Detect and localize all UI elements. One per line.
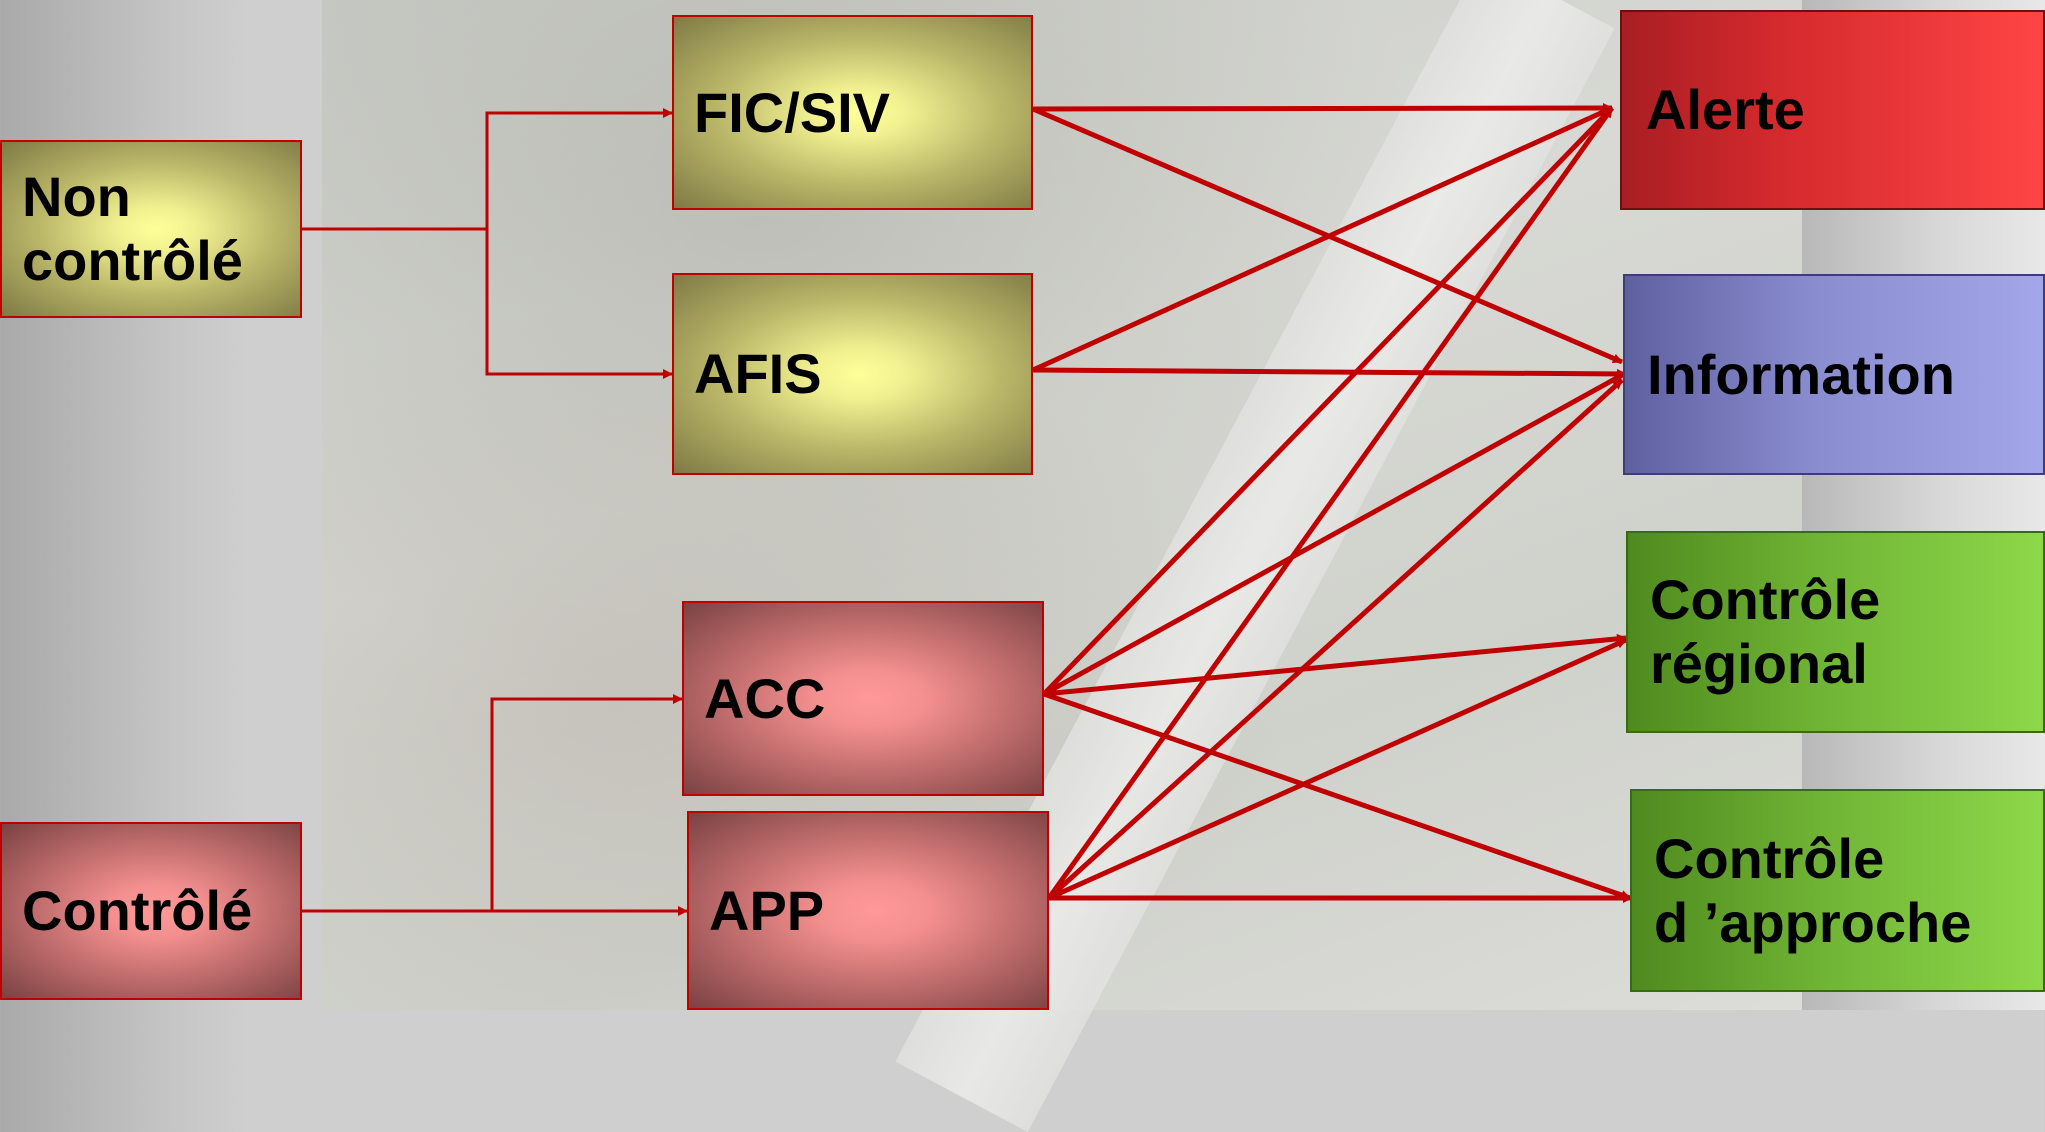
node-app-label: APP (709, 878, 825, 942)
node-controle-approche-label: Contrôle d ’approche (1654, 826, 1972, 954)
edge-acc-controle-approche (1043, 691, 1631, 901)
node-information-label: Information (1647, 342, 1955, 406)
edge-afis-alerte (1031, 105, 1614, 373)
edge-fic-siv-alerte (1032, 103, 1613, 114)
edge-app-alerte (1046, 106, 1615, 900)
node-acc: ACC (682, 601, 1044, 796)
node-app: APP (687, 811, 1049, 1010)
edge-app-information (1047, 378, 1624, 900)
node-alerte-label: Alerte (1646, 78, 1805, 141)
node-controle-regional-label: Contrôle régional (1650, 568, 1881, 695)
edge-app-controle-regional (1047, 637, 1628, 901)
edge-acc-information (1042, 371, 1626, 697)
edge-controle-acc (302, 694, 683, 913)
edge-non-controle-fic-siv (302, 108, 673, 231)
node-non-controle: Non contrôlé (0, 140, 302, 318)
node-information: Information (1623, 274, 2045, 475)
node-non-controle-label: Non contrôlé (22, 165, 243, 292)
connector-lines (302, 103, 1633, 916)
edge-non-controle-afis (485, 229, 673, 379)
node-controle-approche: Contrôle d ’approche (1630, 789, 2045, 992)
node-fic-siv-label: FIC/SIV (694, 80, 891, 144)
node-controle: Contrôlé (0, 822, 302, 1000)
node-alerte: Alerte (1620, 10, 2045, 210)
node-fic-siv: FIC/SIV (672, 15, 1033, 210)
edge-afis-information (1032, 367, 1627, 379)
edge-acc-controle-regional (1043, 633, 1627, 697)
node-acc-label: ACC (704, 666, 826, 730)
node-afis-label: AFIS (694, 342, 822, 405)
edge-acc-alerte (1042, 106, 1614, 696)
node-controle-regional: Contrôle régional (1626, 531, 2045, 733)
node-controle-label: Contrôlé (22, 879, 253, 942)
node-afis: AFIS (672, 273, 1033, 475)
